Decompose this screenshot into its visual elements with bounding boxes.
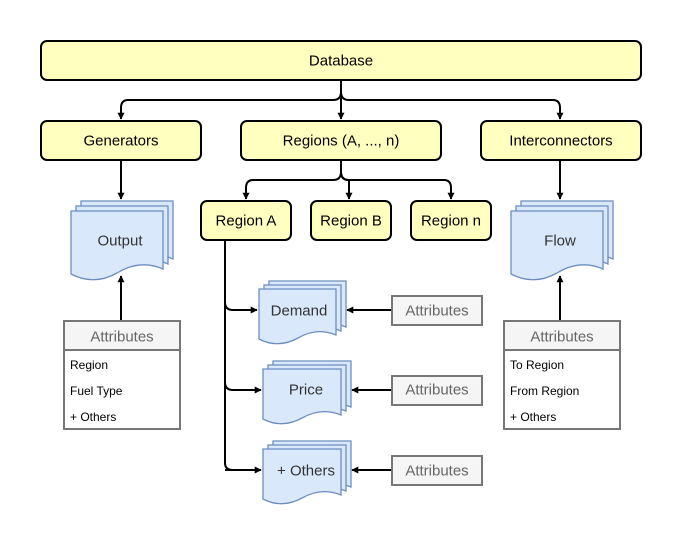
generators-attr-item: + Others xyxy=(70,410,116,424)
interconnectors-node: Interconnectors xyxy=(480,120,642,161)
generators-label: Generators xyxy=(83,133,158,150)
edge-region-a-branches xyxy=(224,240,257,471)
edge-regions-region-n xyxy=(340,171,455,200)
edge-region-a-demand xyxy=(224,301,258,314)
region-a-node: Region A xyxy=(200,200,292,241)
interconnectors-label: Interconnectors xyxy=(509,133,612,150)
output-doc: Output xyxy=(70,200,174,281)
regions-label: Regions (A, ..., n) xyxy=(283,133,400,150)
flow-label: Flow xyxy=(544,233,576,250)
flow-attributes-table: Attributes To Region From Region + Other… xyxy=(503,320,621,430)
flow-attr-item: + Others xyxy=(510,410,556,424)
generators-attributes-table: Attributes Region Fuel Type + Others xyxy=(63,320,181,430)
demand-label: Demand xyxy=(271,303,328,320)
edge-database-generators xyxy=(117,80,342,120)
price-attributes-box: Attributes xyxy=(391,375,483,406)
edges xyxy=(117,80,564,474)
generators-node: Generators xyxy=(40,120,202,161)
generators-attributes-title: Attributes xyxy=(90,329,153,346)
database-node: Database xyxy=(40,40,642,81)
edge-regions-region-a xyxy=(242,160,342,200)
region-n-node: Region n xyxy=(410,200,492,241)
generators-attr-item: Region xyxy=(70,358,108,372)
region-a-label: Region A xyxy=(216,213,277,230)
edge-database-interconnectors xyxy=(340,91,564,120)
flow-attributes-title: Attributes xyxy=(530,329,593,346)
demand-doc: Demand xyxy=(258,280,347,345)
region-n-label: Region n xyxy=(421,213,481,230)
demand-attributes-title: Attributes xyxy=(405,303,468,320)
output-label: Output xyxy=(97,233,143,250)
flow-attr-item: To Region xyxy=(510,358,564,372)
price-label: Price xyxy=(289,382,323,399)
others-attributes-box: Attributes xyxy=(391,455,483,486)
others-doc: + Others xyxy=(262,440,352,505)
flow-doc: Flow xyxy=(510,200,614,281)
others-attributes-title: Attributes xyxy=(405,463,468,480)
generators-attr-item: Fuel Type xyxy=(70,384,123,398)
flow-attr-item: From Region xyxy=(510,384,579,398)
region-b-label: Region B xyxy=(320,213,382,230)
region-b-node: Region B xyxy=(310,200,392,241)
price-doc: Price xyxy=(262,360,352,425)
edge-region-a-price xyxy=(224,381,262,394)
database-label: Database xyxy=(309,53,373,70)
price-attributes-title: Attributes xyxy=(405,382,468,399)
regions-node: Regions (A, ..., n) xyxy=(240,120,442,161)
demand-attributes-box: Attributes xyxy=(391,295,483,326)
others-label: + Others xyxy=(277,463,335,480)
